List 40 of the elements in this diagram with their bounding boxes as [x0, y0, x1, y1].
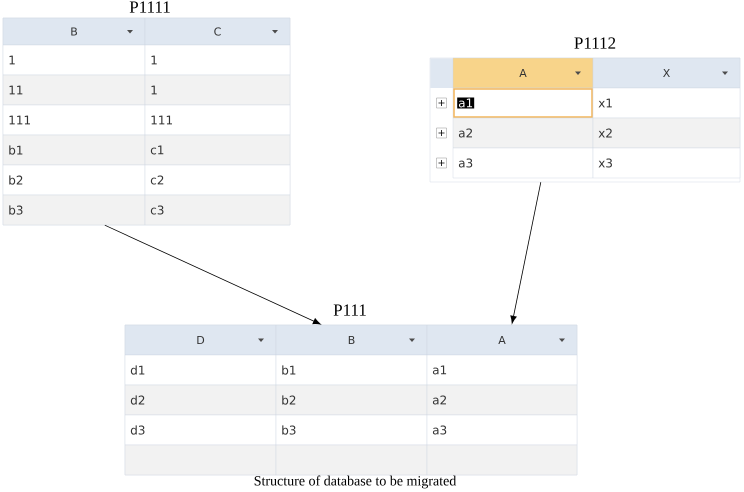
arrow	[104, 224, 321, 325]
table-cell: a3	[452, 148, 594, 178]
table-cell: x2	[592, 118, 740, 148]
table-cell: x1	[592, 88, 740, 118]
table-cell: 1	[2, 44, 146, 76]
table-cell: a2	[452, 118, 594, 148]
column-header: B	[2, 18, 146, 46]
arrow	[510, 182, 542, 324]
table-cell: a2	[426, 384, 578, 416]
table-cell: x3	[592, 148, 740, 178]
column-header: C	[144, 18, 290, 46]
table-cell: 1	[144, 74, 290, 106]
column-header: A	[426, 324, 578, 356]
table-cell: c1	[144, 134, 290, 166]
table-cell: d1	[124, 354, 276, 386]
table-cell: b3	[276, 414, 428, 446]
node-label: P1111	[130, 1, 170, 13]
column-header: B	[276, 324, 428, 356]
table-cell: b1	[276, 354, 428, 386]
table-cell: c2	[144, 164, 290, 196]
column-header: D	[124, 324, 276, 356]
table-cell: 111	[144, 104, 290, 136]
table-cell: a1	[426, 354, 578, 386]
column-header: X	[592, 58, 740, 88]
table-cell: d3	[124, 414, 276, 446]
table-cell: b2	[276, 384, 428, 416]
table-cell: a3	[426, 414, 578, 446]
table-cell: d2	[124, 384, 276, 416]
table-cell: b3	[2, 194, 146, 226]
table-cell: 111	[2, 104, 146, 136]
table-cell: a1	[452, 88, 594, 118]
table-cell: b2	[2, 164, 146, 196]
table-cell: 1	[144, 44, 290, 76]
caption: Structure of database to be migrated	[254, 476, 456, 488]
table-cell: c3	[144, 194, 290, 226]
table-cell: 11	[2, 74, 146, 106]
table-cell: b1	[2, 134, 146, 166]
node-label: P1112	[574, 37, 616, 49]
column-header: A	[452, 58, 594, 88]
node-label: P111	[334, 304, 366, 316]
